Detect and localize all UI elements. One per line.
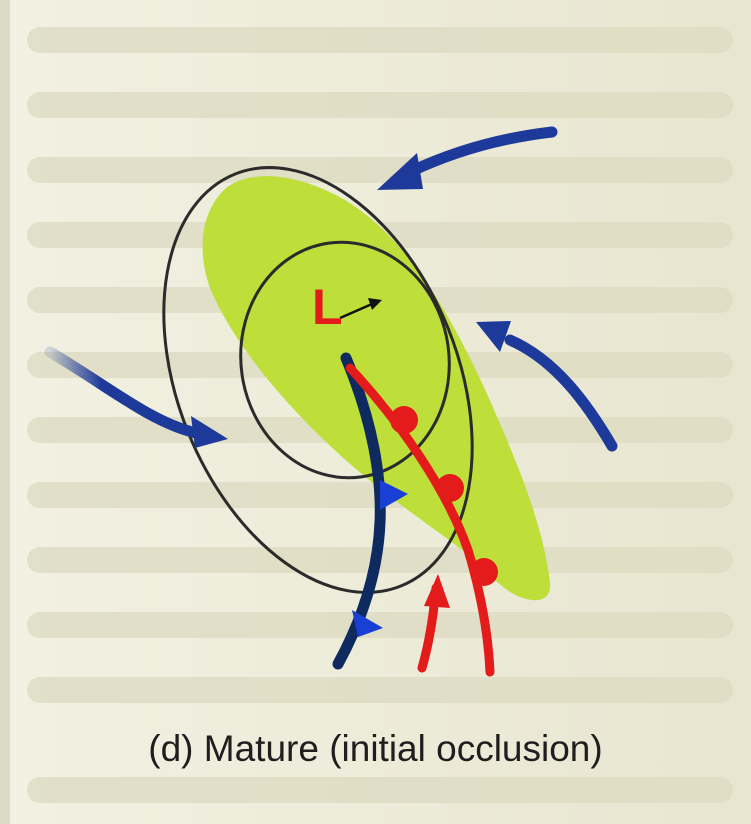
warm-front-semicircle bbox=[470, 558, 498, 586]
warm-front-semicircle bbox=[390, 406, 418, 434]
page-edge bbox=[0, 0, 10, 824]
low-pressure-label: L bbox=[312, 282, 343, 332]
warm-front-semicircle bbox=[436, 474, 464, 502]
diagram-caption: (d) Mature (initial occlusion) bbox=[0, 728, 751, 770]
